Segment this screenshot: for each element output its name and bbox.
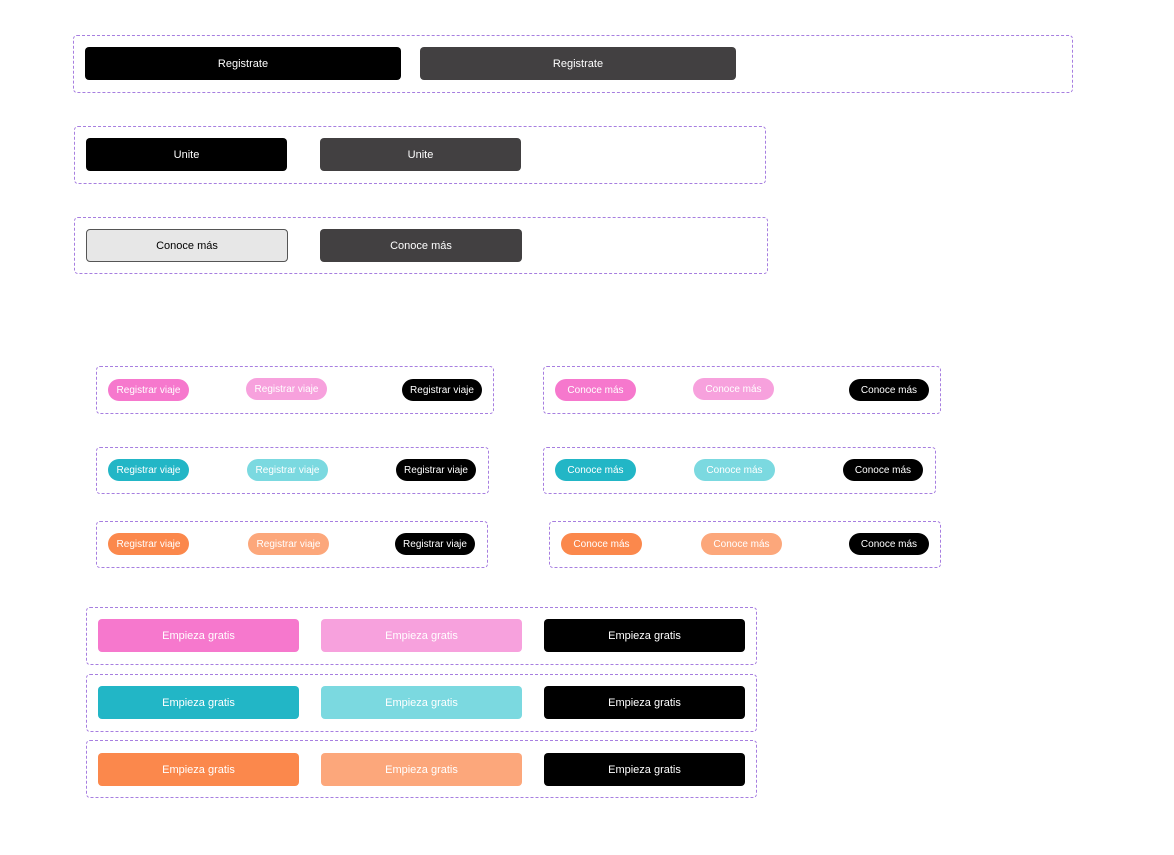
registrar-viaje-black-button[interactable]: Registrar viaje [402, 379, 482, 401]
empieza-gratis-black-button[interactable]: Empieza gratis [544, 686, 745, 719]
empieza-pink-frame [86, 607, 757, 665]
conoce-button-outline[interactable]: Conoce más [86, 229, 288, 262]
conoce-mas-orange-button[interactable]: Conoce más [561, 533, 642, 555]
registrar-orange-frame [96, 521, 488, 568]
conoce-mas-orange-light-button[interactable]: Conoce más [701, 533, 782, 555]
conoce-frame [74, 217, 768, 274]
registrar-viaje-pink-button[interactable]: Registrar viaje [108, 379, 189, 401]
conoce-orange-frame [549, 521, 941, 568]
conoce-mas-teal-button[interactable]: Conoce más [555, 459, 636, 481]
empieza-gratis-pink-button[interactable]: Empieza gratis [98, 619, 299, 652]
registrar-viaje-orange-light-button[interactable]: Registrar viaje [248, 533, 329, 555]
unite-button-primary[interactable]: Unite [86, 138, 287, 171]
conoce-pink-frame [543, 366, 941, 414]
registrar-pink-frame [96, 366, 494, 414]
empieza-gratis-orange-button[interactable]: Empieza gratis [98, 753, 299, 786]
empieza-gratis-teal-light-button[interactable]: Empieza gratis [321, 686, 522, 719]
registrar-teal-frame [96, 447, 489, 494]
conoce-button-dark[interactable]: Conoce más [320, 229, 522, 262]
conoce-mas-pink-button[interactable]: Conoce más [555, 379, 636, 401]
empieza-gratis-pink-light-button[interactable]: Empieza gratis [321, 619, 522, 652]
empieza-gratis-black-button[interactable]: Empieza gratis [544, 753, 745, 786]
registrar-viaje-pink-light-button[interactable]: Registrar viaje [246, 378, 327, 400]
conoce-mas-black-button[interactable]: Conoce más [849, 379, 929, 401]
registrar-viaje-orange-button[interactable]: Registrar viaje [108, 533, 189, 555]
unite-frame [74, 126, 766, 184]
empieza-gratis-teal-button[interactable]: Empieza gratis [98, 686, 299, 719]
empieza-teal-frame [86, 674, 757, 732]
registrar-viaje-black-button[interactable]: Registrar viaje [395, 533, 475, 555]
empieza-gratis-black-button[interactable]: Empieza gratis [544, 619, 745, 652]
conoce-teal-frame [543, 447, 936, 494]
registrar-viaje-black-button[interactable]: Registrar viaje [396, 459, 476, 481]
empieza-gratis-orange-light-button[interactable]: Empieza gratis [321, 753, 522, 786]
conoce-mas-black-button[interactable]: Conoce más [843, 459, 923, 481]
unite-button-secondary[interactable]: Unite [320, 138, 521, 171]
conoce-mas-black-button[interactable]: Conoce más [849, 533, 929, 555]
empieza-orange-frame [86, 740, 757, 798]
registrate-frame [73, 35, 1073, 93]
registrate-button-primary[interactable]: Registrate [85, 47, 401, 80]
registrar-viaje-teal-light-button[interactable]: Registrar viaje [247, 459, 328, 481]
conoce-mas-teal-light-button[interactable]: Conoce más [694, 459, 775, 481]
conoce-mas-pink-light-button[interactable]: Conoce más [693, 378, 774, 400]
registrar-viaje-teal-button[interactable]: Registrar viaje [108, 459, 189, 481]
registrate-button-secondary[interactable]: Registrate [420, 47, 736, 80]
